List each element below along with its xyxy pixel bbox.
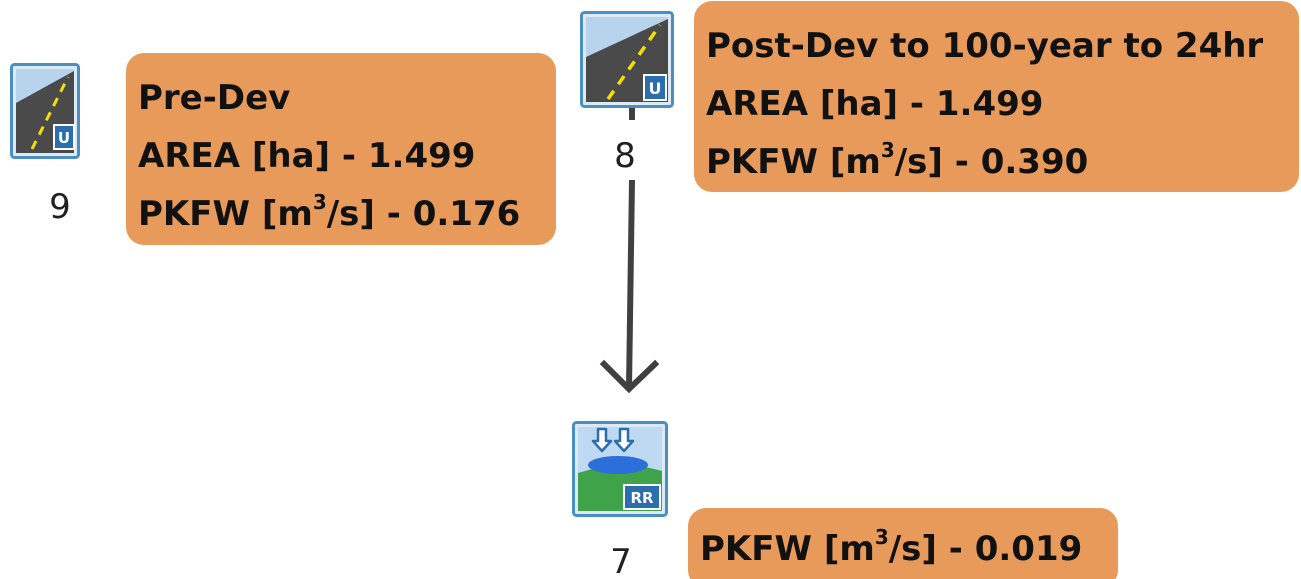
node-7-reservoir-icon[interactable]: RR <box>572 421 668 517</box>
node-9-area: AREA [ha] - 1.499 <box>138 136 476 176</box>
urban-road-icon: U <box>580 11 674 108</box>
node-8-area-value: 1.499 <box>935 84 1044 124</box>
node-9-area-value: 1.499 <box>367 136 476 176</box>
node-8-label[interactable]: Post-Dev to 100-year to 24hr AREA [ha] -… <box>694 1 1299 192</box>
node-9-name: Pre-Dev <box>138 78 291 118</box>
node-8-id: 8 <box>614 136 636 176</box>
node-8-area: AREA [ha] - 1.499 <box>706 84 1044 124</box>
svg-text:RR: RR <box>630 489 654 507</box>
node-9-pkfw-value: 0.176 <box>412 194 521 234</box>
node-9-urban-icon[interactable]: U <box>10 63 80 159</box>
svg-text:U: U <box>58 129 70 147</box>
node-9-label[interactable]: Pre-Dev AREA [ha] - 1.499 PKFW [m3/s] - … <box>126 53 556 245</box>
node-7-label[interactable]: PKFW [m3/s] - 0.019 <box>688 508 1118 579</box>
node-7-pkfw: PKFW [m3/s] - 0.019 <box>700 524 1083 569</box>
node-8-pkfw-value: 0.390 <box>980 142 1089 182</box>
connector-arrowhead <box>599 359 660 394</box>
node-7-pkfw-value: 0.019 <box>974 529 1083 569</box>
connector-line <box>626 179 635 389</box>
reservoir-routing-icon: RR <box>572 421 668 517</box>
node-8-urban-icon[interactable]: U <box>580 11 674 108</box>
svg-text:U: U <box>649 79 662 98</box>
urban-road-icon: U <box>10 63 80 159</box>
node-7-id: 7 <box>610 542 632 579</box>
node-8-pkfw: PKFW [m3/s] - 0.390 <box>706 137 1089 182</box>
node-9-pkfw: PKFW [m3/s] - 0.176 <box>138 189 521 234</box>
node-8-name: Post-Dev to 100-year to 24hr <box>706 26 1264 66</box>
node-9-id: 9 <box>49 187 71 227</box>
